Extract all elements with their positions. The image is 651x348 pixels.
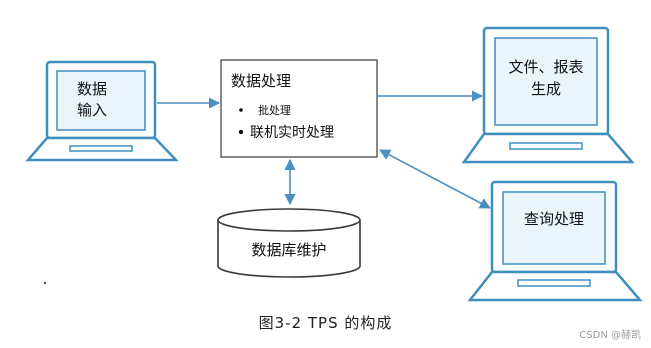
report-output-label-1: 文件、报表 (508, 58, 583, 76)
data-processing-box: 数据处理 批处理 联机实时处理 (220, 59, 378, 158)
batch-processing-label: 批处理 (258, 103, 291, 117)
database-cylinder: 数据库维护 (217, 208, 361, 278)
query-label: 查询处理 (524, 210, 584, 228)
report-output-laptop: 文件、报表 生成 (461, 26, 635, 164)
stray-dot (43, 281, 47, 285)
report-output-label-2: 生成 (531, 80, 561, 98)
database-label: 数据库维护 (251, 241, 326, 259)
data-input-label-1: 数据 (77, 80, 107, 98)
data-processing-title: 数据处理 (231, 72, 291, 90)
arrow-processing-query (379, 149, 491, 209)
data-input-laptop: 数据 输入 (25, 60, 179, 162)
data-input-label-2: 输入 (77, 101, 107, 119)
bullet-icon (239, 108, 243, 112)
figure-caption: 图3-2 TPS 的构成 (258, 314, 393, 332)
watermark: CSDN @赫凯 (579, 330, 641, 341)
bullet-icon (238, 129, 244, 135)
online-realtime-label: 联机实时处理 (250, 125, 334, 141)
query-laptop: 查询处理 (467, 180, 643, 302)
